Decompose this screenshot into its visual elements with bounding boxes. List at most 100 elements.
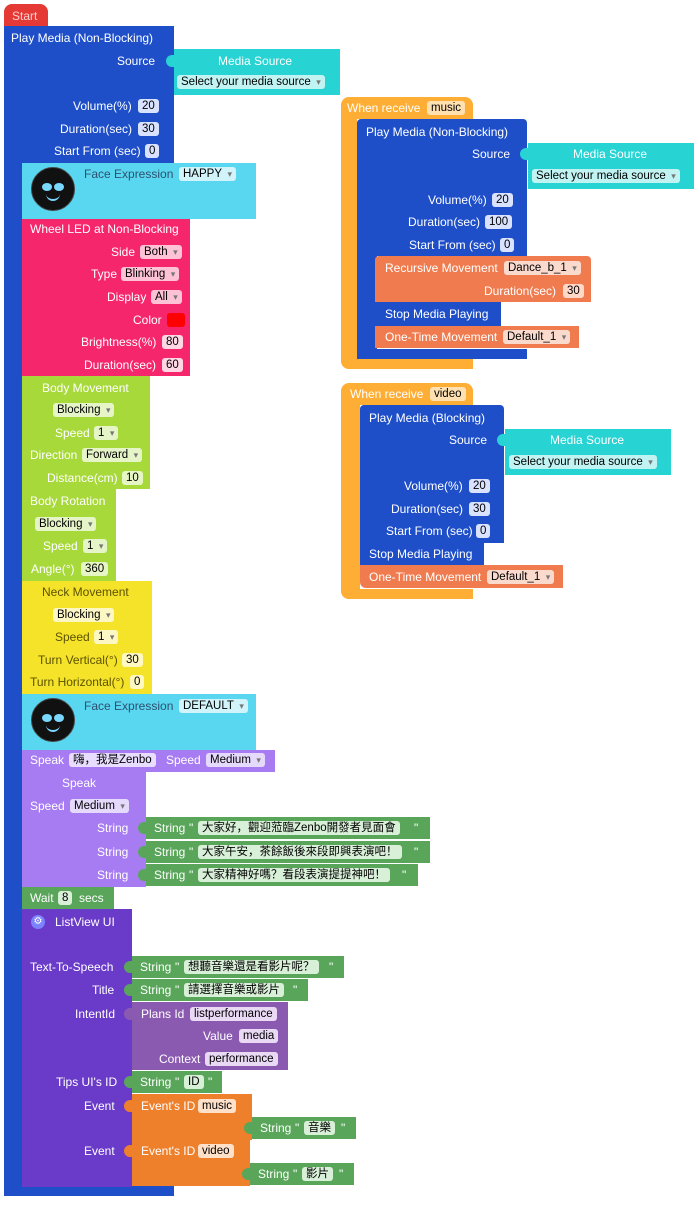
string-close-quote-3: " bbox=[402, 868, 407, 882]
gear-icon[interactable]: ⚙ bbox=[31, 915, 45, 929]
horizontal-field[interactable]: 0 bbox=[130, 675, 145, 689]
led-duration-field[interactable]: 60 bbox=[162, 358, 183, 372]
recursive-movement-select[interactable]: Dance_b_1 bbox=[504, 261, 581, 275]
start-label: Start bbox=[12, 9, 38, 23]
vertical-field[interactable]: 30 bbox=[122, 653, 143, 667]
side-select[interactable]: Both bbox=[140, 245, 182, 259]
speak-multi-speed-select[interactable]: Medium bbox=[70, 799, 129, 813]
music-play-media-block[interactable] bbox=[357, 119, 527, 256]
display-select[interactable]: All bbox=[151, 290, 182, 304]
speak-label: Speak bbox=[30, 753, 65, 767]
music-volume-label: Volume(%) bbox=[428, 193, 487, 207]
speak-speed-select[interactable]: Medium bbox=[206, 753, 265, 767]
video-start-from-field[interactable]: 0 bbox=[476, 524, 491, 538]
tts-label: Text-To-Speech bbox=[30, 960, 114, 974]
event-id-label-1: Event's ID bbox=[141, 1099, 196, 1113]
listview-block[interactable] bbox=[22, 909, 132, 1187]
side-label: Side bbox=[111, 245, 136, 259]
video-play-media-block[interactable] bbox=[360, 405, 504, 543]
plans-value-field[interactable]: media bbox=[239, 1029, 279, 1043]
string-value-3[interactable]: 大家精神好嗎？看段表演提提神吧！ bbox=[198, 868, 390, 882]
brightness-field[interactable]: 80 bbox=[162, 335, 183, 349]
music-play-spine bbox=[357, 256, 377, 359]
play-media-block[interactable] bbox=[4, 26, 174, 164]
plans-id-field[interactable]: listperformance bbox=[190, 1007, 277, 1021]
direction-select[interactable]: Forward bbox=[82, 448, 143, 462]
distance-field[interactable]: 10 bbox=[122, 471, 143, 485]
body-movement-block[interactable] bbox=[22, 376, 150, 489]
string-block-label-2: String bbox=[154, 845, 186, 859]
music-start-from-label: Start From (sec) bbox=[409, 238, 496, 252]
video-event-field[interactable]: video bbox=[430, 387, 466, 401]
event-id-field-2[interactable]: video bbox=[198, 1144, 234, 1158]
angle-field[interactable]: 360 bbox=[81, 562, 109, 576]
rotation-speed-select[interactable]: 1 bbox=[83, 539, 108, 553]
string-close-quote-1: " bbox=[414, 821, 419, 835]
event-id-field-1[interactable]: music bbox=[198, 1099, 237, 1113]
tips-value[interactable]: ID bbox=[184, 1075, 204, 1089]
event-string-value-2[interactable]: 影片 bbox=[302, 1167, 333, 1181]
tts-value[interactable]: 想聽音樂還是看影片呢？ bbox=[184, 960, 319, 974]
body-speed-select[interactable]: 1 bbox=[94, 426, 119, 440]
start-block[interactable] bbox=[4, 4, 48, 28]
string-value-2[interactable]: 大家午安，茶餘飯後來段即興表演吧！ bbox=[198, 845, 402, 859]
type-select[interactable]: Blinking bbox=[121, 267, 180, 281]
music-media-source-title: Media Source bbox=[573, 147, 648, 161]
start-from-field[interactable]: 0 bbox=[145, 144, 160, 158]
listview-title: ListView UI bbox=[55, 915, 115, 929]
tips-string-label: String bbox=[140, 1075, 172, 1089]
recursive-duration-field[interactable]: 30 bbox=[563, 284, 584, 298]
speak-multi-title: Speak bbox=[62, 776, 97, 790]
title-value[interactable]: 請選擇音樂或影片 bbox=[184, 983, 284, 997]
music-event-field[interactable]: music bbox=[427, 101, 466, 115]
music-onetime-select[interactable]: Default_1 bbox=[503, 330, 571, 344]
string-label-3: String bbox=[97, 868, 129, 882]
listview-title-label: Title bbox=[92, 983, 115, 997]
event-close-quote-1: " bbox=[341, 1121, 346, 1135]
face-expression-select-2[interactable]: DEFAULT bbox=[179, 699, 248, 713]
video-duration-field[interactable]: 30 bbox=[469, 502, 490, 516]
speak-text-field[interactable]: 嗨，我是Zenbo bbox=[69, 753, 156, 767]
video-stop-media-label: Stop Media Playing bbox=[369, 547, 473, 561]
tts-open-quote: " bbox=[175, 960, 180, 974]
music-stop-media-block[interactable] bbox=[375, 302, 501, 326]
recursive-movement-label: Recursive Movement bbox=[385, 261, 498, 275]
music-stop-media-label: Stop Media Playing bbox=[385, 307, 489, 321]
media-source-title: Media Source bbox=[218, 54, 293, 68]
video-volume-field[interactable]: 20 bbox=[469, 479, 490, 493]
video-onetime-select[interactable]: Default_1 bbox=[487, 570, 555, 584]
music-volume-field[interactable]: 20 bbox=[492, 193, 513, 207]
neck-mode-select[interactable]: Blocking bbox=[53, 608, 115, 622]
zenbo-face-icon-2 bbox=[31, 698, 75, 742]
face-expression-select[interactable]: HAPPY bbox=[179, 167, 236, 181]
string-open-quote-1: " bbox=[189, 821, 194, 835]
video-media-source-select[interactable]: Select your media source bbox=[509, 455, 657, 469]
video-play-title: Play Media (Blocking) bbox=[369, 411, 486, 425]
string-value-1[interactable]: 大家好，觀迎蒞臨Zenbo開發者見面會 bbox=[198, 821, 400, 835]
duration-field[interactable]: 30 bbox=[138, 122, 159, 136]
brightness-label: Brightness(%) bbox=[81, 335, 157, 349]
music-start-from-field[interactable]: 0 bbox=[500, 238, 515, 252]
video-duration-label: Duration(sec) bbox=[391, 502, 464, 516]
duration-label: Duration(sec) bbox=[60, 122, 133, 136]
event-string-value-1[interactable]: 音樂 bbox=[304, 1121, 335, 1135]
plans-context-field[interactable]: performance bbox=[205, 1052, 278, 1066]
string-block-label-1: String bbox=[154, 821, 186, 835]
neck-speed-select[interactable]: 1 bbox=[94, 630, 119, 644]
event-string-label-2: String bbox=[258, 1167, 290, 1181]
wait-unit-label: secs bbox=[79, 891, 104, 905]
volume-field[interactable]: 20 bbox=[138, 99, 159, 113]
distance-label: Distance(cm) bbox=[47, 471, 118, 485]
music-duration-field[interactable]: 100 bbox=[485, 215, 513, 229]
video-stop-media-block[interactable] bbox=[360, 543, 484, 565]
body-movement-mode-select[interactable]: Blocking bbox=[53, 403, 115, 417]
color-swatch[interactable] bbox=[167, 313, 185, 327]
music-play-spine-bottom bbox=[357, 349, 527, 359]
wait-field[interactable]: 8 bbox=[58, 891, 73, 905]
speak-multi-block[interactable] bbox=[22, 772, 146, 887]
music-media-source-select[interactable]: Select your media source bbox=[532, 169, 680, 183]
rotation-mode-select[interactable]: Blocking bbox=[35, 517, 97, 531]
body-rotation-title: Body Rotation bbox=[30, 494, 106, 508]
media-source-select[interactable]: Select your media source bbox=[177, 75, 325, 89]
string-close-quote-2: " bbox=[414, 845, 419, 859]
